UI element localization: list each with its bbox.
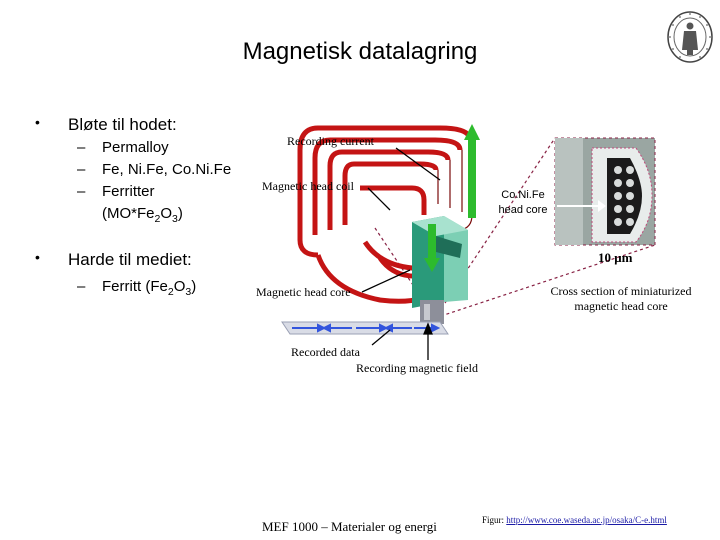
coinfe-line1: Co.Ni.Fe (501, 189, 545, 201)
bullet-item-hard: • Harde til mediet: (35, 249, 192, 270)
credit-prefix: Figur: (482, 515, 505, 525)
head-core-drawing (412, 216, 468, 324)
bullet-label: Harde til mediet: (68, 250, 192, 269)
dash: – (77, 183, 86, 200)
bullet-item-soft: • Bløte til hodet: (35, 114, 177, 135)
cross-section-line1: Cross section of miniaturized (550, 284, 692, 298)
credit-link[interactable]: http://www.coe.waseda.ac.jp/osaka/C-e.ht… (506, 515, 667, 525)
figure-credit: Figur: http://www.coe.waseda.ac.jp/osaka… (482, 515, 667, 525)
label-cross-section: Cross section of miniaturized magnetic h… (540, 284, 702, 314)
subitem-formula: (MO*Fe2O3) (102, 203, 183, 230)
cross-section-line2: magnetic head core (574, 299, 668, 313)
subitem-text: Ferritt (Fe2O3) (102, 278, 197, 298)
dash: – (77, 161, 86, 178)
recording-media (281, 321, 449, 335)
slide-title: Magnetisk datalagring (242, 38, 478, 65)
subitem: – Fe, Ni.Fe, Co.Ni.Fe (77, 159, 232, 181)
label-recording-current: Recording current (287, 134, 374, 148)
coinfe-line2: head core (498, 204, 548, 216)
label-magnetic-head-core: Magnetic head core (256, 285, 351, 299)
dash: – (77, 278, 86, 295)
subitem-text: Fe, Ni.Fe, Co.Ni.Fe (102, 161, 232, 178)
label-recorded-data: Recorded data (291, 345, 360, 359)
cross-section-image (554, 137, 656, 246)
university-seal-icon (667, 11, 713, 63)
subitem-text: Permalloy (102, 139, 169, 156)
bullet-label: Bløte til hodet: (68, 115, 177, 134)
bullet-dot: • (35, 114, 40, 130)
footer-course: MEF 1000 – Materialer og energi (262, 519, 437, 534)
dash: – (77, 139, 86, 156)
subitem-text: Ferritter (102, 183, 155, 200)
subitem: – Ferritt (Fe2O3) (77, 276, 197, 303)
label-coinfe-head-core: Co.Ni.Fe head core (490, 188, 556, 218)
bullet-dot: • (35, 249, 40, 265)
label-recording-magnetic-field: Recording magnetic field (356, 361, 478, 375)
subitem-text: (MO*Fe2O3) (102, 205, 183, 225)
current-arrows (424, 124, 480, 272)
subitem: – Ferritter (77, 181, 155, 203)
label-magnetic-head-coil: Magnetic head coil (262, 179, 354, 193)
label-pointers (361, 147, 441, 360)
scale-label: 10 μm (598, 250, 633, 265)
subitem: – Permalloy (77, 137, 169, 159)
